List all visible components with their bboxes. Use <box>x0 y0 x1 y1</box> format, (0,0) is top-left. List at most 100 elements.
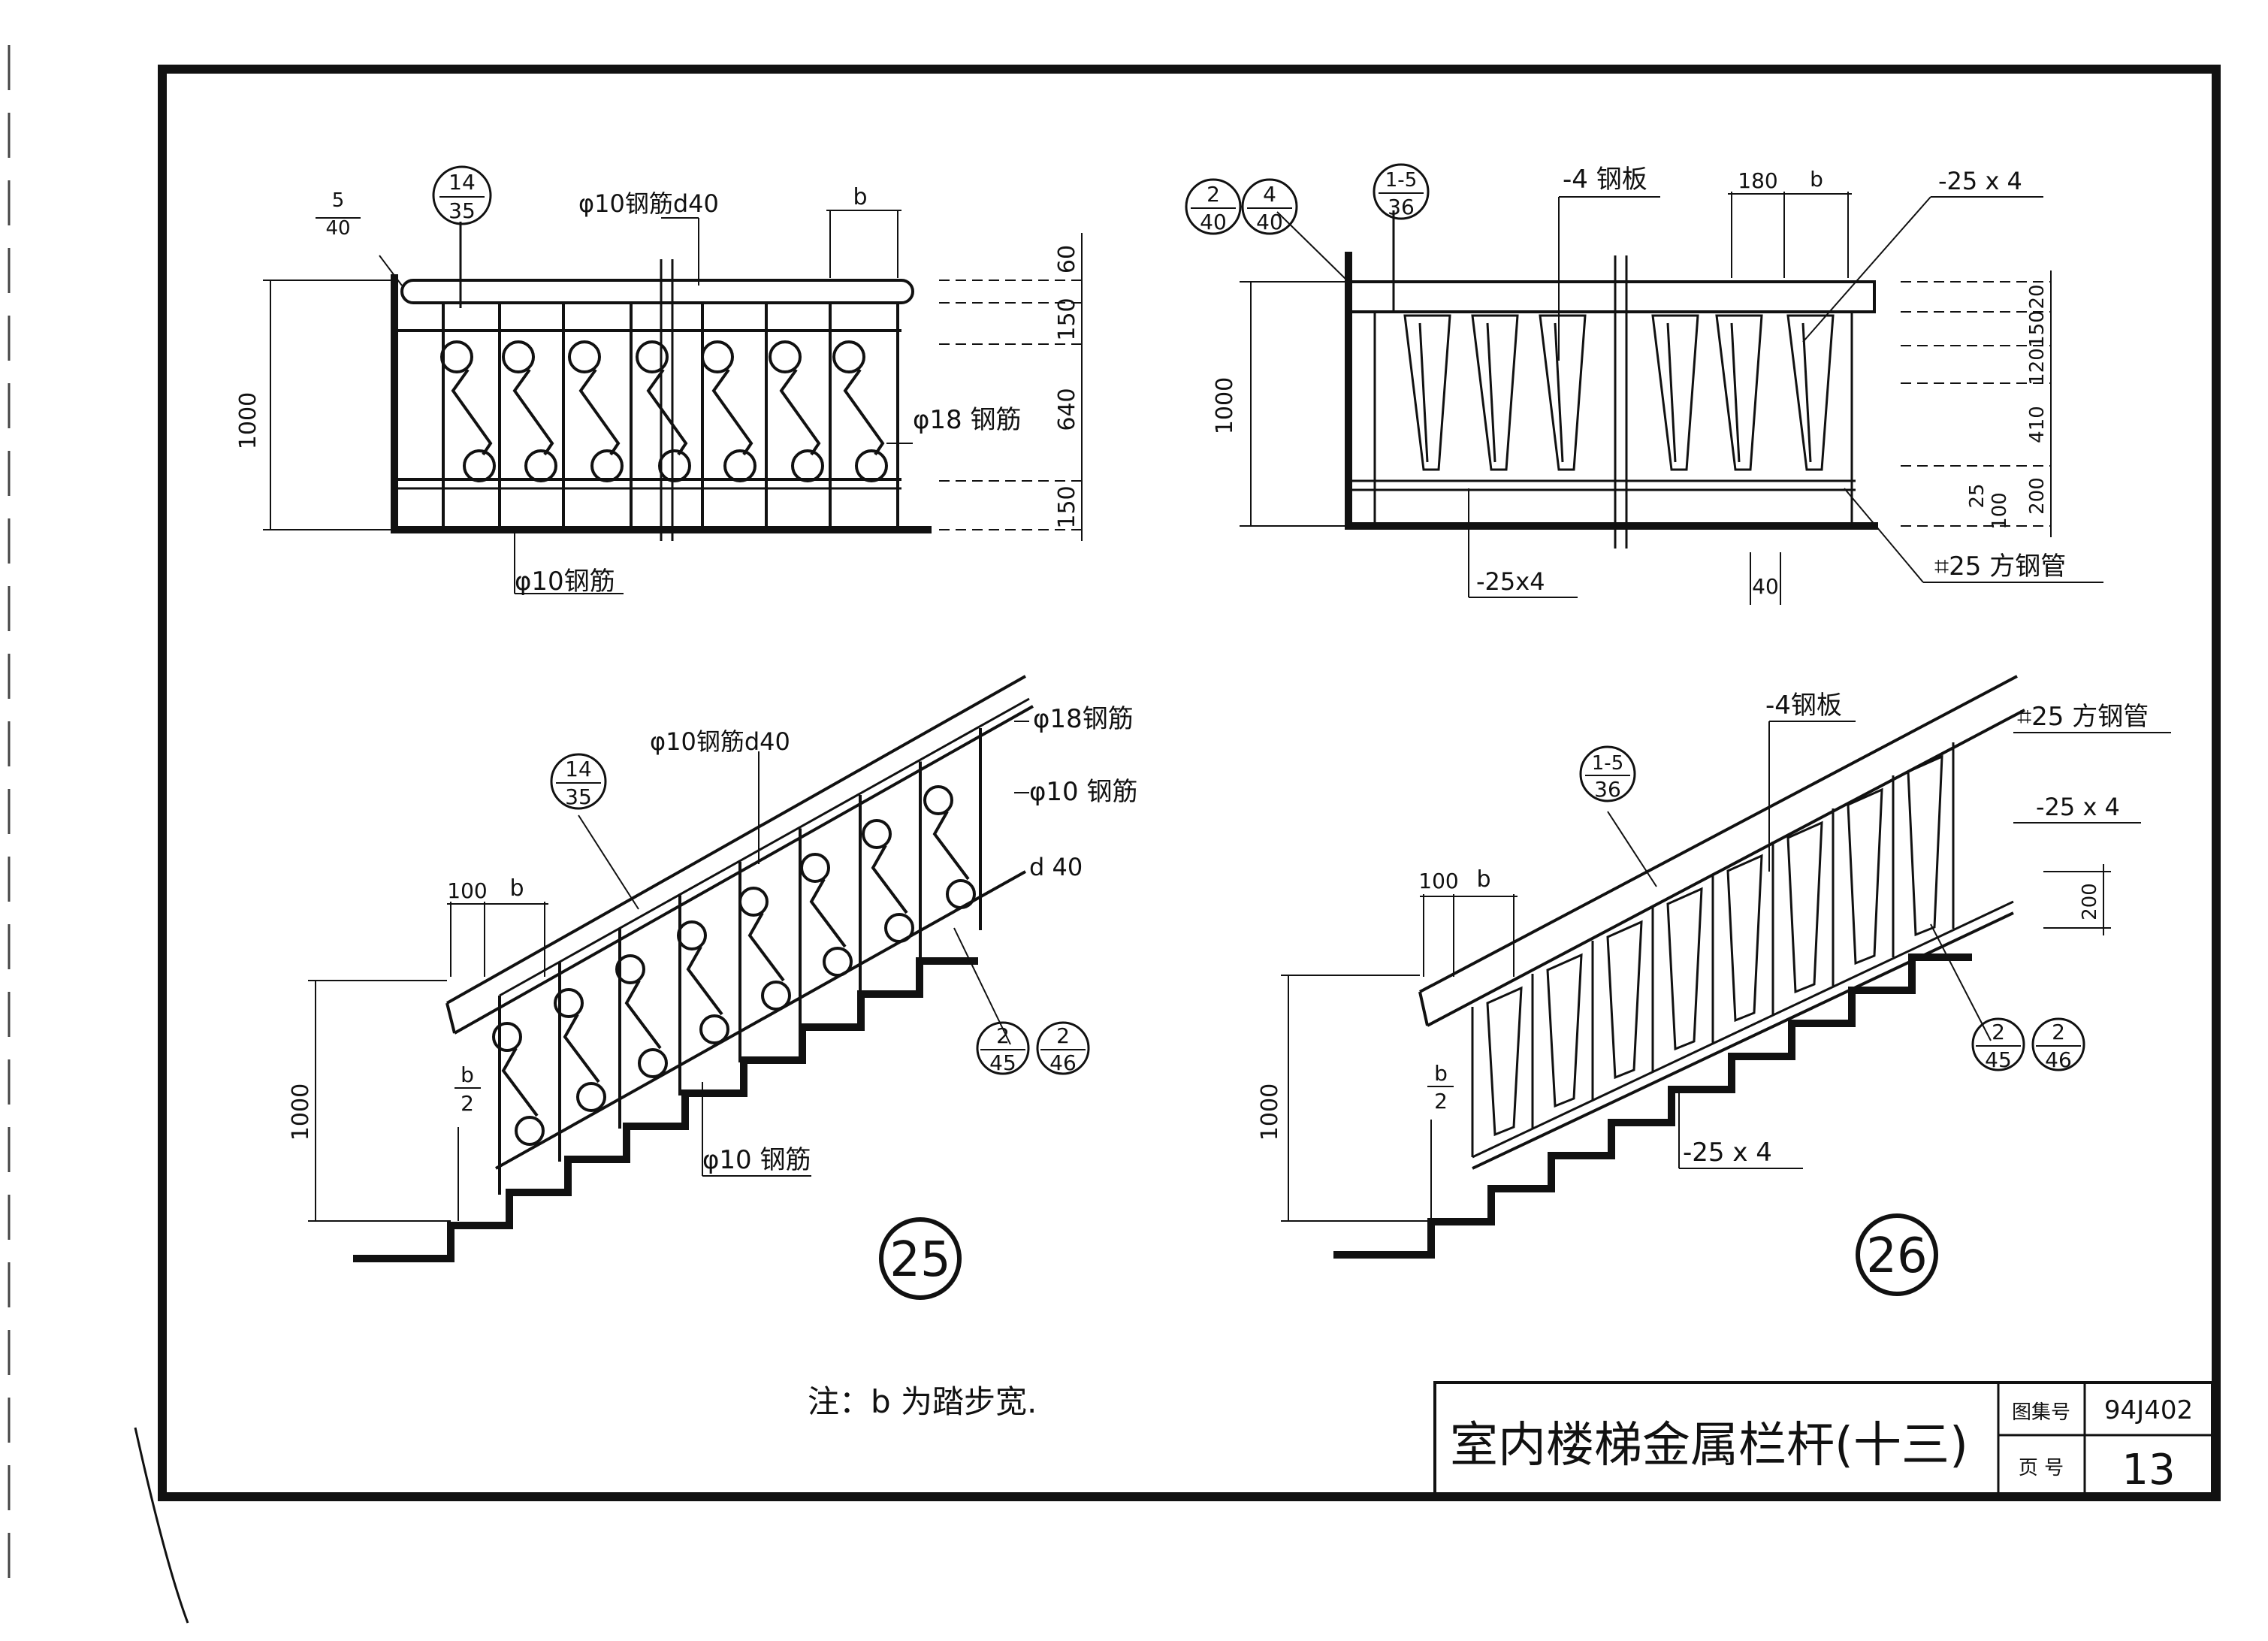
stair26-ref-bot: 36 <box>1594 777 1621 802</box>
curl-link <box>843 368 885 456</box>
stair-curl-link <box>932 811 970 881</box>
stair-curl-link <box>747 912 785 982</box>
detail-26-number: 26 <box>1866 1228 1927 1284</box>
stair26-label-plate: -4钢板 <box>1765 691 1842 721</box>
plate-inner <box>1666 322 1677 463</box>
dim-25: 25 <box>1966 483 1989 508</box>
stair26-dim-200: 200 <box>2079 883 2101 920</box>
drawing-frame <box>158 65 2221 1501</box>
stair-plate <box>1666 887 1703 1051</box>
stair-curl-top <box>923 785 953 815</box>
stair-plate <box>1546 953 1583 1108</box>
stair26-label-flat: -25 x 4 <box>2036 793 2120 821</box>
stair25-dim-b: b <box>509 875 524 902</box>
curl-link <box>646 368 688 456</box>
stair25-ref-bot: 35 <box>565 784 592 809</box>
plate-inner <box>1554 322 1564 463</box>
atlas-value: 94J402 <box>2104 1395 2193 1425</box>
dim-20: 20 <box>2026 284 2049 309</box>
stair-curl-bottom <box>761 981 791 1011</box>
dim-180: 180 <box>1738 168 1777 193</box>
stair25-dim-100: 100 <box>447 878 487 903</box>
dim-150: 150 <box>2026 310 2049 348</box>
curl-link <box>711 368 753 456</box>
plate-inner <box>1801 322 1812 463</box>
note: 注：b 为踏步宽. <box>808 1383 1037 1420</box>
ref-b-top: 4 <box>1263 182 1276 207</box>
dim-410: 410 <box>2026 406 2049 443</box>
stair25-label-rebar10: φ10 钢筋 <box>1029 777 1138 807</box>
curl-bottom <box>590 449 624 482</box>
plate-inner <box>1418 322 1429 463</box>
stair25-ref2b-top: 2 <box>1056 1023 1070 1048</box>
binding-edge <box>134 1427 189 1624</box>
atlas-label: 图集号 <box>2012 1401 2070 1424</box>
ref-a-top: 2 <box>1206 182 1220 207</box>
curl-bottom <box>463 449 496 482</box>
stair-curl-bottom <box>946 879 976 909</box>
detail-25-number: 25 <box>889 1232 950 1288</box>
stair26-ref2b-bot: 46 <box>2045 1047 2072 1072</box>
stair26-b2-bot: 2 <box>1434 1089 1448 1114</box>
stair25-label-d40: d 40 <box>1029 853 1083 881</box>
curl-top <box>832 340 865 373</box>
detail-25-elevation: 14 35 5 40 φ10钢筋d40 b φ18 钢筋 φ10钢筋 1000 … <box>235 165 1083 597</box>
stair25-label-rebar18: φ18钢筋 <box>1033 704 1134 734</box>
stair-curl-top <box>492 1022 522 1052</box>
stair26-dim-1000: 1000 <box>1257 1083 1283 1141</box>
tapered-plate <box>1403 314 1451 471</box>
curl-top <box>440 340 473 373</box>
curl-bottom <box>524 449 557 482</box>
label-rebar18: φ18 钢筋 <box>913 405 1022 435</box>
stair-curl-top <box>800 853 830 883</box>
curl-top <box>636 340 669 373</box>
stair25-dim-1000: 1000 <box>288 1083 314 1141</box>
stair26-label-flat-bottom: -25 x 4 <box>1683 1138 1772 1168</box>
ref-b-bot: 40 <box>1256 210 1283 234</box>
page-label: 页 号 <box>2019 1457 2064 1479</box>
stair26-ref2b-top: 2 <box>2052 1020 2065 1044</box>
dim-h1000: 1000 <box>235 392 261 449</box>
curl-bottom <box>791 449 824 482</box>
ref-5-40-top: 5 <box>332 189 345 212</box>
curl-bottom <box>723 449 757 482</box>
ref-c-top: 1-5 <box>1385 169 1417 192</box>
dim-150a: 150 <box>1054 298 1080 340</box>
dim-150b: 150 <box>1054 485 1080 528</box>
stair25-b2-top: b <box>461 1062 474 1087</box>
ref-c-bot: 36 <box>1388 195 1415 219</box>
dim-b: b <box>1810 167 1823 192</box>
stair-curl-top <box>615 954 645 984</box>
label-tube: ⌗25 方钢管 <box>1934 552 2066 582</box>
label-rebar-d40: φ10钢筋d40 <box>578 189 719 218</box>
page-value: 13 <box>2122 1446 2175 1494</box>
stair26-label-tube: ⌗25 方钢管 <box>2017 702 2149 732</box>
plate-inner <box>1730 322 1741 463</box>
curl-top <box>701 340 734 373</box>
stair25-ref2a-top: 2 <box>996 1023 1010 1048</box>
stair-plate <box>1786 820 1823 994</box>
label-rebar10-bottom: φ10钢筋 <box>515 567 615 597</box>
stair-curl-bottom <box>823 947 853 977</box>
curl-top <box>502 340 535 373</box>
stair25-ref2b-bot: 46 <box>1049 1050 1077 1075</box>
stair26-ref-top: 1-5 <box>1592 752 1623 775</box>
detail-26-stair: 26 1-5 36 2 45 2 46 -4钢板 ⌗25 <box>1257 675 2171 1296</box>
stair-curl-link <box>563 1014 600 1083</box>
sheet-title: 室内楼梯金属栏杆(十三) <box>1450 1418 1968 1473</box>
tapered-plate <box>1539 314 1587 471</box>
stair-curl-bottom <box>638 1048 668 1078</box>
dim-40: 40 <box>1752 574 1779 599</box>
ref-14-35-top: 14 <box>448 170 476 195</box>
stair-curl-top <box>738 887 769 917</box>
stair-plate <box>1907 754 1943 937</box>
dim-640: 640 <box>1054 388 1080 431</box>
curl-top <box>769 340 802 373</box>
stair-curl-bottom <box>515 1116 545 1146</box>
detail-25-stair: 25 14 35 2 45 2 46 φ10钢筋d40 φ18钢筋 φ10 钢筋 <box>288 675 1138 1300</box>
stair-curl-bottom <box>699 1014 729 1044</box>
stair26-ref2a-bot: 45 <box>1985 1047 2012 1072</box>
stair-plate <box>1606 920 1643 1080</box>
ref-5-40-bot: 40 <box>325 217 350 240</box>
stair-curl-top <box>554 988 584 1018</box>
